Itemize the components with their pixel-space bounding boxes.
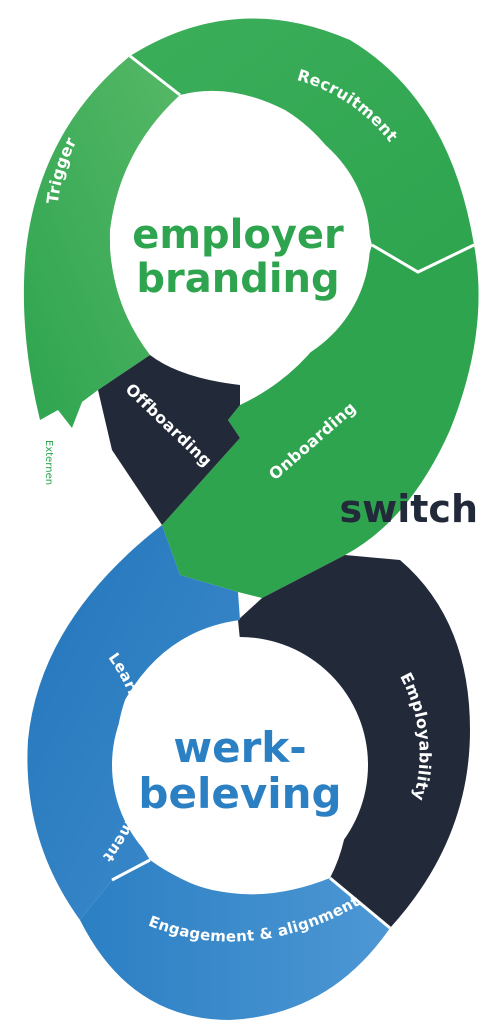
segment-recruitment <box>130 18 474 273</box>
segment-offboarding <box>98 355 240 525</box>
bottom-center-circle <box>112 637 368 893</box>
bottom-title-line2: beleving <box>138 769 341 818</box>
externen-label: Externen <box>43 440 54 485</box>
bottom-title-line1: werk- <box>173 723 306 772</box>
segment-trigger <box>23 56 180 428</box>
segment-onboarding <box>162 245 479 598</box>
segment-learning-development <box>27 525 240 920</box>
top-title-line2: branding <box>136 256 339 302</box>
segment-separators <box>111 54 475 930</box>
switch-logo-text: switch <box>340 487 479 531</box>
segment-engagement-alignment <box>80 860 390 1020</box>
top-title-line1: employer <box>132 212 344 258</box>
top-center-circle <box>110 113 370 373</box>
